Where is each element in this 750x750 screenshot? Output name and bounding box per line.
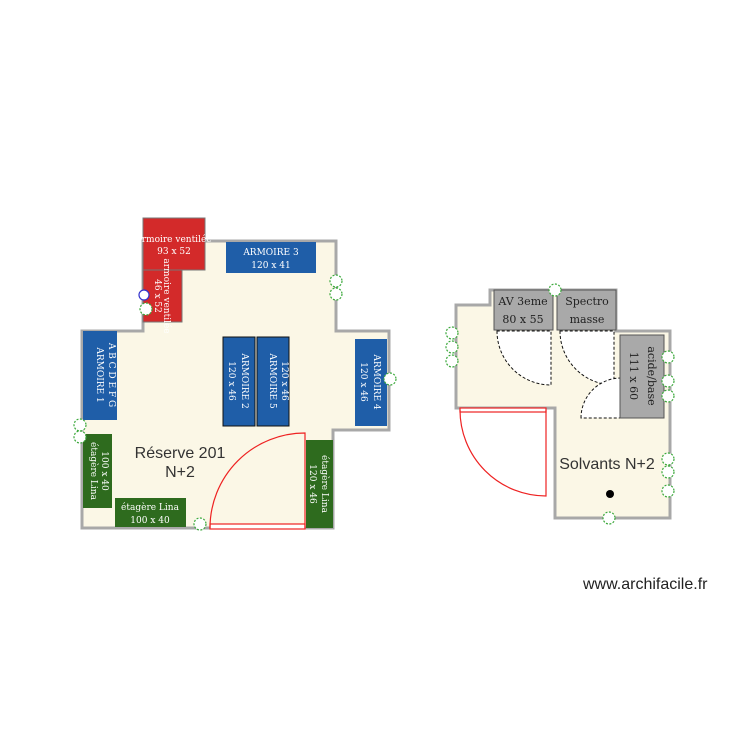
outlet-icon [661,389,675,403]
outlet-icon [193,517,207,531]
etagere-bottom-size: 100 x 40 [130,516,170,526]
etagere-bottom-label: étagère Lina [121,502,180,513]
floor-drain-icon [606,490,614,498]
etagere-left-size: 100 x 40 [99,451,109,491]
outlet-icon [445,354,459,368]
outlet-icon [661,452,675,466]
red-cabinet-2-label: armoire ventilée [161,258,172,333]
armoire-3-label: ARMOIRE 3 [242,248,299,258]
room-1-level: N+2 [165,464,195,481]
etagere-right-label: étagère Lina [319,455,330,514]
door-swing-spectro [559,330,615,386]
room-2-name: Solvants N+2 [559,456,655,473]
outlet-icon [139,302,153,316]
armoire-4-size: 120 x 46 [358,362,368,402]
outlet-icon [661,350,675,364]
network-outlet-icon [138,289,150,301]
red-cabinet-1-label: armoire ventilée [136,234,211,245]
outlet-icon [329,287,343,301]
door-solvants[interactable] [459,407,547,497]
armoire-1[interactable]: ARMOIRE 1 A B C D E F G [83,331,117,420]
armoire-4[interactable]: ARMOIRE 4 120 x 46 [355,339,387,426]
armoire-3[interactable]: ARMOIRE 3 120 x 41 [226,242,316,273]
etagere-left-label: étagère Lina [88,442,99,501]
armoire-5-size: 120 x 46 [279,361,289,401]
watermark: www.archifacile.fr [583,576,708,593]
outlet-icon [329,274,343,288]
outlet-icon [661,484,675,498]
etagere-bottom[interactable]: étagère Lina 100 x 40 [115,498,186,527]
outlet-icon [73,430,87,444]
av-label: AV 3eme [497,295,547,308]
outlet-icon [383,372,397,386]
armoire-1-label: ARMOIRE 1 [94,346,104,402]
outlet-icon [73,418,87,432]
door-reserve[interactable] [209,432,306,530]
armoire-1-size: A B C D E F G [106,342,116,407]
armoire-2-size: 120 x 46 [226,361,236,401]
etagere-left[interactable]: étagère Lina 100 x 40 [83,434,112,508]
armoire-5-label: ARMOIRE 5 [267,352,277,409]
etagere-right-size: 120 x 46 [307,464,317,504]
outlet-icon [548,283,562,297]
acide-size: 111 x 60 [627,352,640,400]
door-swing-av [496,330,552,386]
red-cabinet-1[interactable]: armoire ventilée 93 x 52 [136,217,212,271]
outlet-icon [445,326,459,340]
armoire-2-label: ARMOIRE 2 [239,352,249,408]
acide-base[interactable]: acide/base 111 x 60 [619,334,665,419]
outlet-icon [661,374,675,388]
spectro-masse[interactable]: Spectro masse [556,289,617,331]
red-cabinet-2-size: 46 x 52 [152,279,162,313]
spectro-label: Spectro [565,295,609,308]
outlet-icon [445,340,459,354]
av-size: 80 x 55 [502,313,543,326]
acide-label: acide/base [645,346,658,405]
outlet-icon [602,511,616,525]
outlet-icon [661,465,675,479]
armoire-5[interactable]: ARMOIRE 5 120 x 46 [256,336,290,427]
armoire-2[interactable]: ARMOIRE 2 120 x 46 [222,336,256,427]
armoire-4-label: ARMOIRE 4 [371,353,381,410]
etagere-right[interactable]: étagère Lina 120 x 46 [306,440,333,528]
armoire-3-size: 120 x 41 [251,261,290,271]
room-1-name: Réserve 201 [135,445,226,462]
red-cabinet-1-size: 93 x 52 [157,247,191,257]
av-3eme[interactable]: AV 3eme 80 x 55 [493,289,554,331]
spectro-size: masse [570,313,605,326]
